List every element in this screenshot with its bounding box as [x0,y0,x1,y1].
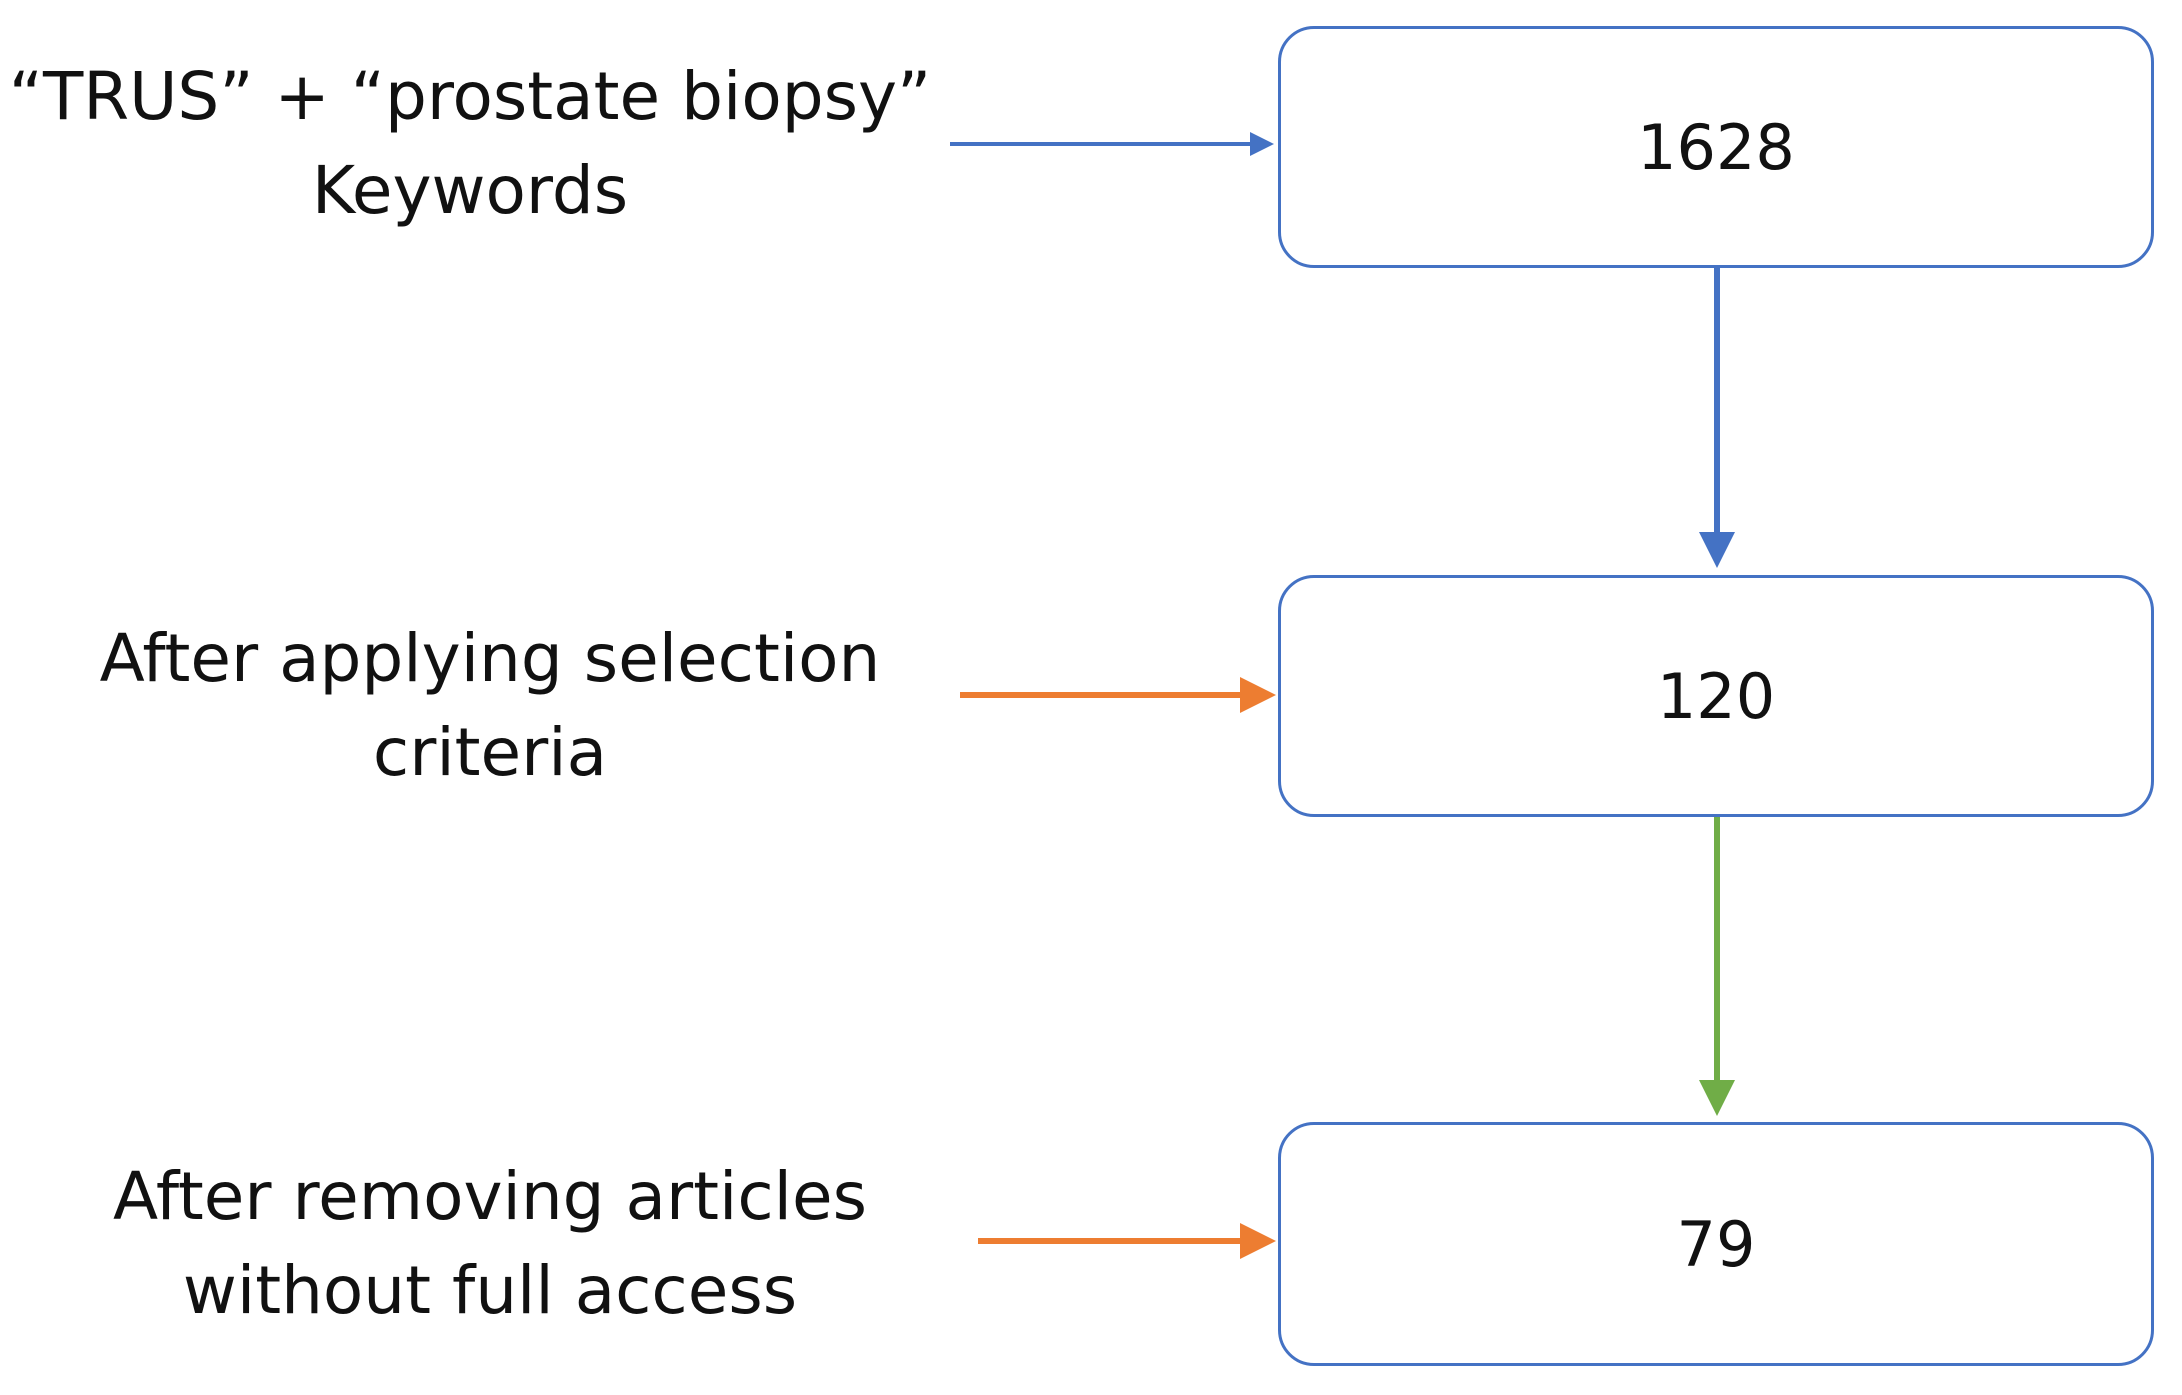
count-value: 120 [1656,659,1776,733]
count-box-1628: 1628 [1278,26,2154,268]
label-selection-criteria: After applying selection criteria [60,612,920,800]
label-keywords-line1: “TRUS” + “prostate biopsy” [8,58,932,135]
label-removing-line2: without full access [182,1252,798,1329]
count-value: 1628 [1637,110,1795,184]
label-keywords-line2: Keywords [311,152,629,229]
label-keywords: “TRUS” + “prostate biopsy” Keywords [0,50,940,238]
label-removing-line1: After removing articles [113,1158,867,1235]
label-selection-line2: criteria [372,714,608,791]
count-value: 79 [1676,1207,1756,1281]
label-selection-line1: After applying selection [99,620,881,697]
count-box-120: 120 [1278,575,2154,817]
count-box-79: 79 [1278,1122,2154,1366]
label-removing-articles: After removing articles without full acc… [60,1150,920,1338]
